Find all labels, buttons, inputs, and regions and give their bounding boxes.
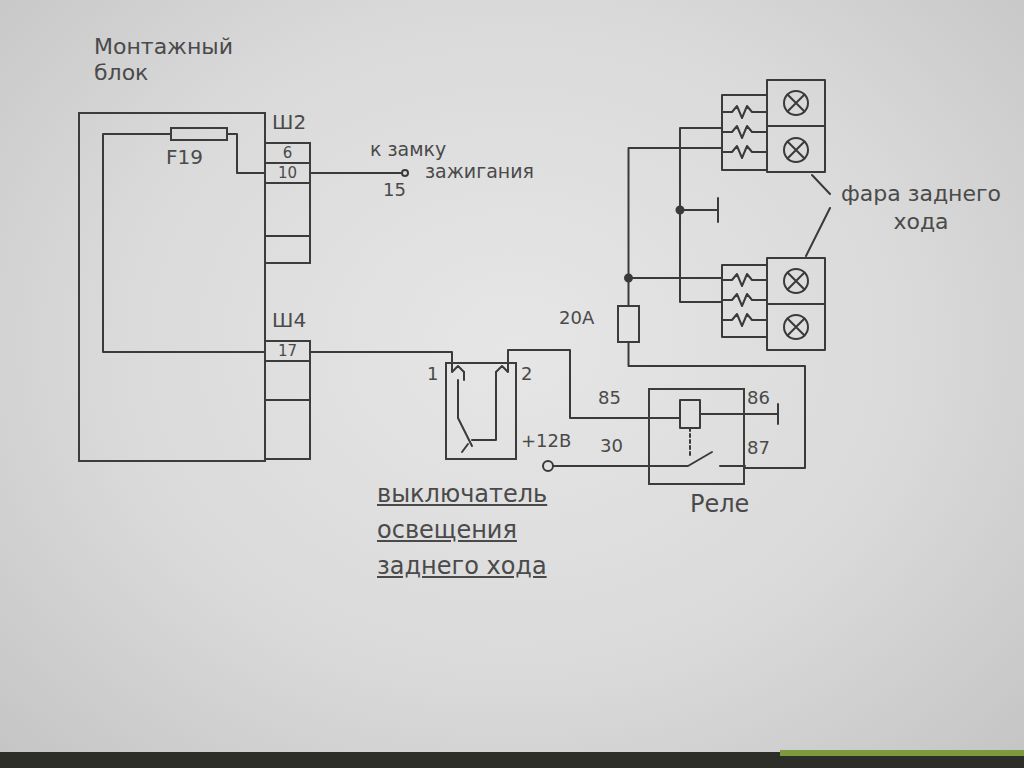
relay-symbol: [650, 400, 745, 466]
connector-divider: [266, 235, 309, 237]
pin-number: 86: [747, 388, 770, 408]
fuse-20a: 20А: [617, 305, 640, 343]
reverse-switch: 12выключатель освещения заднего хода: [445, 362, 517, 460]
connector-label: Ш4: [272, 308, 306, 332]
pin-number: 30: [600, 436, 623, 456]
supply-wire: [553, 465, 648, 467]
wire: [228, 134, 264, 173]
wire: [311, 352, 452, 362]
lamp-wire: [629, 148, 723, 305]
pin-number: 6: [266, 144, 309, 164]
fuse-label: F19: [166, 145, 203, 169]
wire: [103, 134, 264, 352]
wire: [629, 343, 806, 468]
terminal-dot: [402, 170, 408, 176]
junction-dot: [625, 275, 632, 282]
pin-number: 10: [266, 164, 309, 184]
pin-number: 85: [598, 388, 621, 408]
reverse-lamp: [722, 80, 825, 172]
lamp-label: фара заднего хода: [832, 180, 1010, 236]
pin-number: 17: [266, 342, 309, 362]
terminal-circle: [543, 461, 553, 471]
pin-number: 2: [521, 364, 532, 384]
relay-box: 85863087Реле: [648, 388, 745, 485]
fuse-f19: F19: [170, 127, 228, 141]
mounting-block: Монтажный блокF19: [78, 112, 266, 462]
junction-dot: [677, 207, 684, 214]
switch-caption: выключатель освещения заднего хода: [377, 476, 577, 584]
connector-block: Ш2610: [264, 142, 311, 264]
pin-number: 87: [747, 438, 770, 458]
connector-block: Ш417: [264, 340, 311, 460]
block-title: Монтажный блок: [94, 34, 244, 86]
leader-line: [806, 175, 830, 256]
reverse-lamp: [722, 258, 825, 350]
photo-edge: [780, 750, 1024, 756]
ignition-wire: [311, 172, 402, 174]
terminal-number: 15: [383, 180, 406, 200]
pin-number: 1: [427, 364, 438, 384]
ground-wire: [680, 128, 722, 302]
terminal-label: к замку зажигания: [425, 138, 545, 182]
connector-divider: [266, 399, 309, 401]
connector-label: Ш2: [272, 110, 306, 134]
fuse-label: 20А: [559, 307, 594, 329]
relay-caption: Реле: [690, 490, 749, 518]
wire: [508, 350, 648, 418]
switch-symbol: [452, 364, 508, 452]
supply-label: +12В: [521, 430, 571, 452]
